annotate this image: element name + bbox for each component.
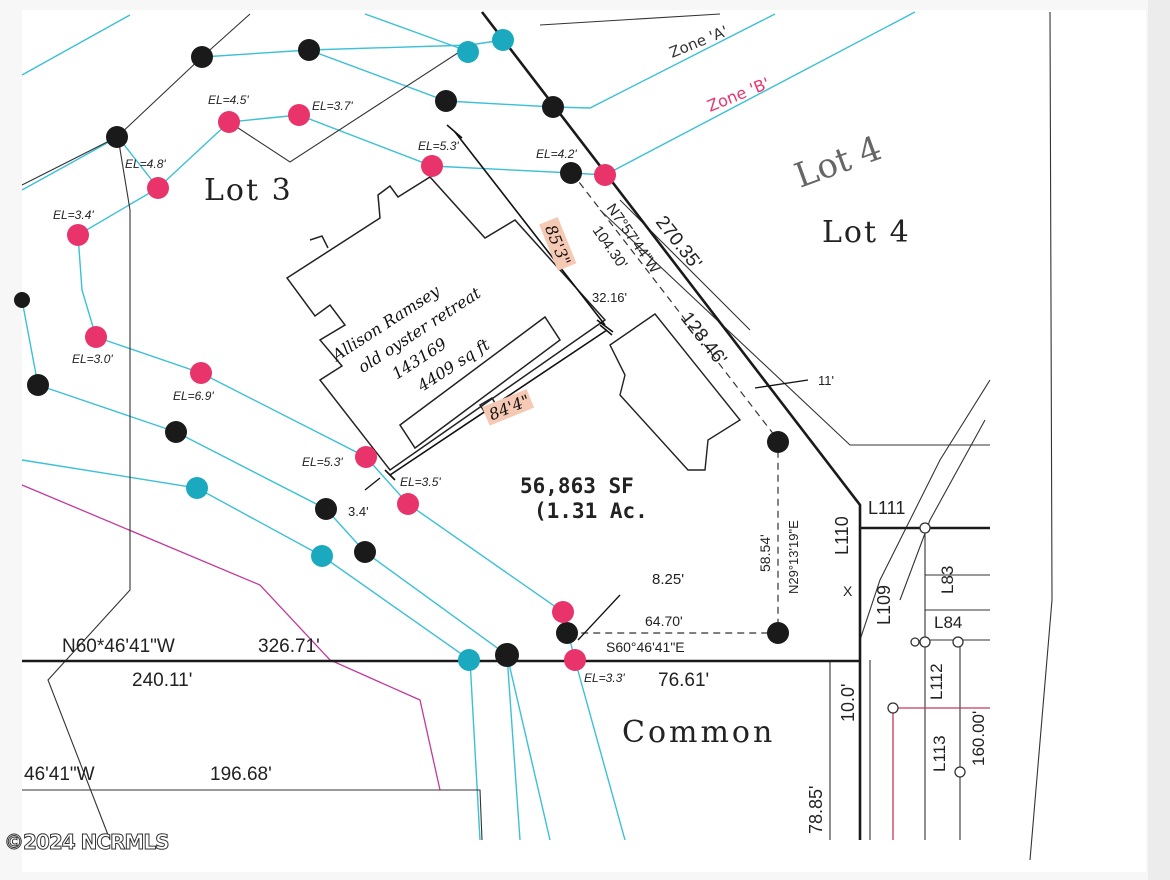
dist-64-70: 64.70' bbox=[645, 613, 683, 629]
survey-point bbox=[191, 46, 213, 68]
elevation-label: EL=4.8' bbox=[125, 157, 166, 171]
dist-32: 32.16' bbox=[592, 290, 627, 305]
line-label-l113: L113 bbox=[930, 735, 949, 772]
dist-78: 78.85' bbox=[806, 786, 826, 834]
setback-lines bbox=[567, 172, 779, 634]
elevation-label: EL=5.3' bbox=[302, 455, 343, 469]
survey-point bbox=[354, 541, 376, 563]
elevation-point bbox=[147, 177, 169, 199]
survey-points bbox=[14, 29, 789, 671]
elevation-label: EL=3.0' bbox=[72, 352, 113, 366]
lot3-label: Lot 3 bbox=[204, 173, 293, 208]
bearing-s: S60°46'41"E bbox=[606, 639, 685, 655]
elevation-label: EL=3.7' bbox=[312, 99, 353, 113]
flood-point bbox=[311, 545, 333, 567]
elevation-label: EL=4.2' bbox=[536, 147, 577, 161]
line-label-l109: L109 bbox=[874, 585, 894, 625]
flood-point bbox=[457, 41, 479, 63]
flood-point bbox=[492, 29, 514, 51]
line-label-l83: L83 bbox=[938, 566, 957, 594]
elevation-point bbox=[421, 155, 443, 177]
elevation-point bbox=[288, 104, 310, 126]
survey-point bbox=[14, 292, 30, 308]
x-mark: X bbox=[843, 583, 853, 599]
elevation-point bbox=[397, 493, 419, 515]
dist-160: 160.00' bbox=[969, 711, 988, 766]
elevation-label: EL=6.9' bbox=[173, 389, 214, 403]
elevation-label: EL=3.3' bbox=[584, 671, 625, 685]
survey-point bbox=[767, 431, 789, 453]
line-label-l110: L110 bbox=[832, 516, 852, 555]
lot4-label: Lot 4 bbox=[822, 215, 911, 250]
survey-point bbox=[767, 622, 789, 644]
dist-11: 11' bbox=[818, 373, 834, 388]
elevation-point bbox=[552, 601, 574, 623]
bearing-w: N60*46'41"W bbox=[62, 636, 175, 657]
elevation-point bbox=[67, 224, 89, 246]
arrow-leaders bbox=[364, 379, 809, 641]
dist-10: 10.0' bbox=[838, 684, 858, 722]
dist-76: 76.61' bbox=[658, 670, 709, 691]
flood-point bbox=[186, 477, 208, 499]
dist-326: 326.71' bbox=[258, 636, 320, 657]
survey-point bbox=[165, 421, 187, 443]
paper-sheet bbox=[22, 10, 1146, 872]
survey-point bbox=[542, 96, 564, 118]
area-sf: 56,863 SF bbox=[520, 474, 634, 498]
dark-contour-lines bbox=[21, 11, 1053, 861]
elevation-label: EL=4.5' bbox=[208, 93, 249, 107]
common-area-label: Common bbox=[622, 715, 775, 750]
dist-8-25: 8.25' bbox=[652, 571, 684, 588]
line-label-l84: L84 bbox=[934, 613, 962, 632]
survey-point bbox=[27, 374, 49, 396]
line-label-l111: L111 bbox=[868, 498, 905, 518]
elevation-point bbox=[218, 111, 240, 133]
flood-point bbox=[458, 649, 480, 671]
survey-point bbox=[495, 643, 519, 667]
copyright-watermark: ©2024 NCRMLS bbox=[4, 830, 170, 855]
elevation-point bbox=[355, 446, 377, 468]
survey-point bbox=[315, 498, 337, 520]
dist-3-4: 3.4' bbox=[348, 504, 369, 519]
dist-196: 196.68' bbox=[210, 764, 272, 785]
area-acres: (1.31 Ac. bbox=[534, 499, 648, 523]
bearing-e: N29°13'19"E bbox=[786, 520, 801, 594]
elevation-label: EL=3.5' bbox=[400, 475, 441, 489]
survey-point bbox=[560, 162, 582, 184]
line-monuments bbox=[887, 522, 966, 778]
elevation-label: EL=5.3' bbox=[418, 139, 459, 153]
dist-58-54: 58.54' bbox=[757, 534, 773, 572]
line-table-leaders bbox=[924, 528, 990, 840]
survey-point bbox=[298, 39, 320, 61]
neighbor-building bbox=[609, 313, 742, 471]
survey-point bbox=[106, 126, 128, 148]
line-label-l112: L112 bbox=[927, 663, 946, 700]
elevation-label: EL=3.4' bbox=[53, 208, 94, 222]
survey-point bbox=[435, 90, 457, 112]
page-edge bbox=[1148, 0, 1170, 880]
bearing-w2: 46'41"W bbox=[24, 764, 95, 785]
elevation-point bbox=[190, 362, 212, 384]
elevation-point bbox=[564, 649, 586, 671]
elevation-point bbox=[85, 326, 107, 348]
dist-240: 240.11' bbox=[132, 670, 192, 691]
survey-point bbox=[556, 622, 578, 644]
elevation-point bbox=[594, 164, 616, 186]
